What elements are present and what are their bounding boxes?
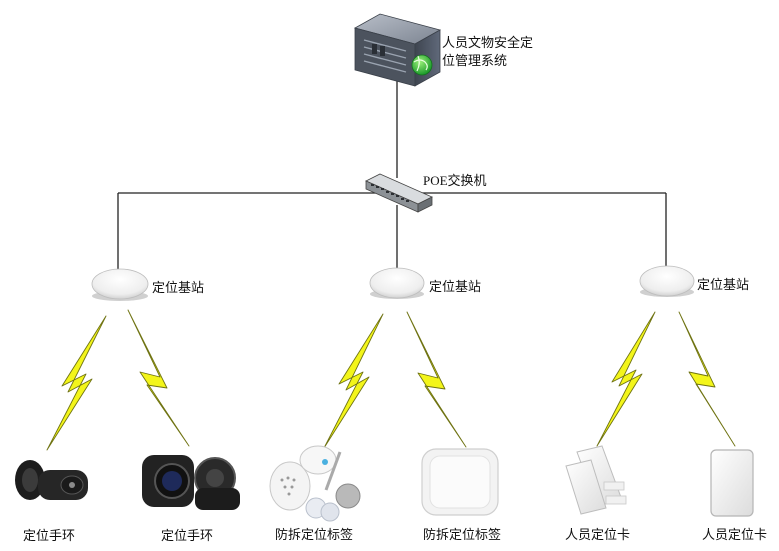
server-label: 人员文物安全定 位管理系统 bbox=[442, 34, 552, 70]
device-label: 防拆定位标签 bbox=[423, 527, 502, 542]
wristband-icon bbox=[15, 460, 88, 500]
server-label-line1: 人员文物安全定 bbox=[442, 35, 534, 50]
card-stack-icon bbox=[565, 445, 627, 515]
lightning-bolt-1 bbox=[46, 315, 107, 451]
lightning-bolt-5 bbox=[596, 311, 656, 447]
connection-lines bbox=[117, 68, 667, 272]
network-switch-icon bbox=[365, 173, 433, 213]
server-icon bbox=[353, 13, 442, 87]
card-icon bbox=[710, 449, 754, 517]
base-station-1 bbox=[91, 268, 149, 301]
wristband-icon bbox=[142, 455, 240, 510]
device-label: 人员定位卡 bbox=[565, 527, 631, 542]
base-station-3 bbox=[639, 265, 695, 297]
device-label: 定位手环 bbox=[23, 528, 76, 543]
base-station-2 bbox=[369, 267, 425, 299]
lightning-bolt-2 bbox=[127, 309, 190, 447]
switch-label: POE交换机 bbox=[423, 173, 487, 188]
device-label: 防拆定位标签 bbox=[275, 527, 354, 542]
base-station-label: 定位基站 bbox=[429, 279, 482, 294]
device-label: 定位手环 bbox=[161, 528, 214, 543]
device-label: 人员定位卡 bbox=[702, 527, 768, 542]
base-station-label: 定位基站 bbox=[152, 280, 205, 295]
tamper-tag-icon bbox=[269, 445, 361, 522]
server-label-line2: 位管理系统 bbox=[442, 53, 508, 68]
lightning-bolt-6 bbox=[678, 311, 736, 447]
lightning-bolt-3 bbox=[323, 313, 384, 449]
base-station-label: 定位基站 bbox=[697, 277, 750, 292]
lightning-bolt-4 bbox=[406, 311, 467, 448]
tag-icon bbox=[421, 448, 499, 516]
